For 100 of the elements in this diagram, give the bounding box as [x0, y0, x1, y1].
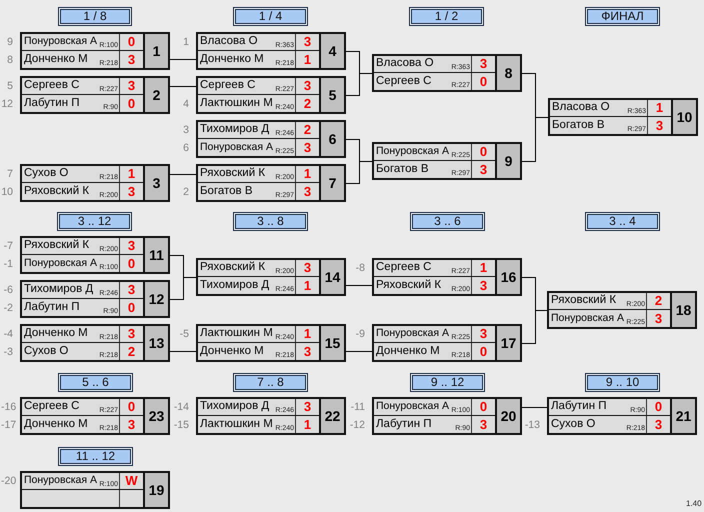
round-header: 1 / 2 — [409, 7, 484, 26]
score: 3 — [128, 183, 136, 200]
player-row — [198, 326, 319, 342]
player-name: Лактюшкин М — [200, 418, 273, 430]
score: 2 — [304, 95, 312, 112]
player-name: Сухов О — [24, 167, 68, 180]
player-row — [550, 117, 671, 134]
player-row — [198, 260, 319, 276]
score: 3 — [480, 277, 488, 294]
player-row — [374, 73, 495, 90]
player-row — [374, 260, 495, 276]
player-row — [22, 166, 143, 182]
connector-line — [346, 285, 374, 286]
connector-line — [170, 277, 196, 300]
player-row — [22, 299, 143, 316]
seed-number: -17 — [1, 418, 16, 430]
player-row — [374, 416, 495, 433]
score: 3 — [304, 260, 312, 276]
player-name: Понуровская А — [376, 145, 449, 158]
round-header: 1 / 4 — [233, 7, 308, 26]
connector-line — [346, 73, 372, 96]
player-name: Понуровская А — [24, 256, 97, 270]
player-row — [22, 416, 143, 433]
score: 0 — [128, 299, 136, 316]
seed-number: -3 — [4, 346, 13, 358]
version-label: 1.40 — [686, 499, 702, 508]
match-number: 5 — [321, 78, 344, 112]
player-name: Лактюшкин М — [200, 96, 273, 110]
player-name: Понуровская А — [24, 35, 97, 48]
match-number: 6 — [321, 122, 344, 156]
player-row — [549, 310, 670, 327]
score: W — [125, 473, 138, 489]
match-box — [20, 76, 170, 114]
player-row — [198, 95, 319, 112]
player-name: Богатов В — [200, 184, 253, 198]
player-name: Понуровская А — [376, 400, 449, 413]
match-number: 11 — [145, 238, 168, 272]
match-number: 14 — [321, 260, 344, 294]
match-box — [20, 397, 170, 435]
seed-number: -13 — [524, 418, 540, 430]
player-name: Лабутин П — [551, 400, 607, 413]
score: 1 — [480, 260, 488, 276]
connector-line — [170, 86, 198, 87]
match-box — [547, 291, 697, 329]
seed-number: -2 — [4, 302, 13, 314]
seed-number: 10 — [1, 186, 13, 198]
score: 1 — [304, 166, 312, 182]
seed-number: -20 — [1, 475, 16, 487]
connector-line — [170, 351, 198, 352]
player-name: Сергеев С — [24, 400, 80, 413]
player-row — [549, 416, 670, 433]
score: 2 — [654, 293, 662, 309]
player-name: Ряховский К — [200, 261, 266, 274]
player-row — [198, 399, 319, 415]
score: 3 — [480, 56, 488, 72]
match-number: 7 — [321, 166, 344, 200]
score: 3 — [304, 139, 312, 156]
score: 3 — [480, 326, 488, 342]
player-name: Ряховский К — [200, 167, 266, 180]
match-number: 9 — [497, 144, 520, 178]
seed-number: -15 — [174, 418, 189, 430]
score: 2 — [128, 343, 136, 360]
seed-number: -14 — [174, 401, 189, 413]
round-header: 5 .. 6 — [58, 373, 133, 392]
match-number: 18 — [672, 293, 695, 327]
round-header: 3 .. 8 — [233, 212, 308, 231]
player-name: Тихомиров Д — [200, 278, 270, 292]
score: 0 — [480, 343, 488, 360]
seed-number: -12 — [350, 418, 365, 430]
player-row — [374, 144, 495, 160]
seed-number: 9 — [7, 36, 13, 48]
connector-line — [170, 174, 198, 175]
score: 0 — [128, 34, 136, 50]
round-header: 11 .. 12 — [58, 447, 133, 466]
player-row — [22, 51, 143, 68]
match-box — [196, 32, 346, 70]
match-number: 10 — [673, 100, 696, 134]
score: 3 — [304, 78, 312, 94]
match-box — [20, 471, 170, 509]
score: 3 — [128, 282, 136, 298]
player-row — [22, 255, 143, 272]
score: 1 — [304, 277, 312, 294]
match-number: 3 — [145, 166, 168, 200]
round-header: 1 / 8 — [58, 7, 132, 26]
player-name: Сергеев С — [376, 261, 432, 274]
round-header: ФИНАЛ — [585, 7, 660, 26]
player-name: Лабутин П — [24, 300, 80, 314]
match-number: 22 — [321, 399, 344, 433]
seed-number: -8 — [356, 262, 365, 274]
seed-number: -11 — [350, 401, 365, 413]
seed-number: 3 — [183, 124, 189, 136]
connector-line — [346, 351, 374, 352]
seed-number: -1 — [4, 258, 13, 270]
match-box — [196, 164, 346, 202]
seed-number: 1 — [183, 36, 189, 48]
player-row — [374, 343, 495, 360]
score: 1 — [304, 51, 312, 68]
score: 0 — [128, 255, 136, 272]
player-name: Лабутин П — [24, 96, 80, 110]
player-name: Донченко М — [24, 327, 88, 340]
